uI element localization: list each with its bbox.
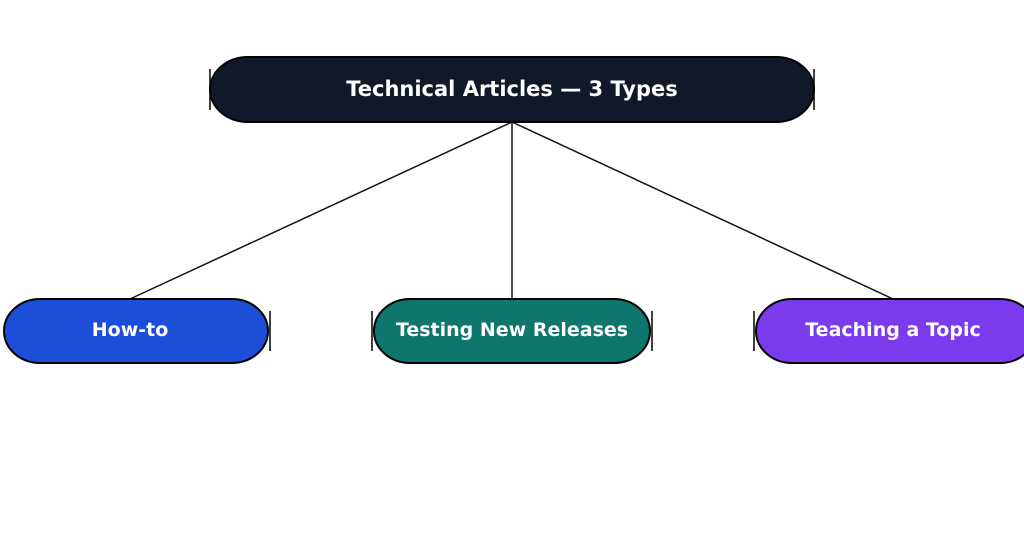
edge-root-to-how-to	[129, 121, 513, 300]
root-node: Technical Articles — 3 Types	[209, 56, 815, 123]
root-node-label: Technical Articles — 3 Types	[346, 77, 678, 101]
teaching-a-topic-node-shape	[755, 298, 1024, 364]
teaching-a-topic-node-label: Teaching a Topic	[805, 319, 981, 341]
connectors	[129, 121, 894, 300]
how-to-node-shape	[3, 298, 269, 364]
testing-new-releases-node-label: Testing New Releases	[396, 319, 628, 341]
root-node-shape	[209, 56, 815, 123]
edge-root-to-teaching-a-topic	[511, 121, 894, 300]
testing-new-releases-node-shape	[373, 298, 651, 364]
child-node-teaching-a-topic: Teaching a Topic	[753, 298, 1024, 364]
how-to-node-label: How-to	[92, 319, 169, 341]
child-node-testing-new-releases: Testing New Releases	[371, 298, 653, 364]
child-node-how-to: How-to	[3, 298, 271, 364]
